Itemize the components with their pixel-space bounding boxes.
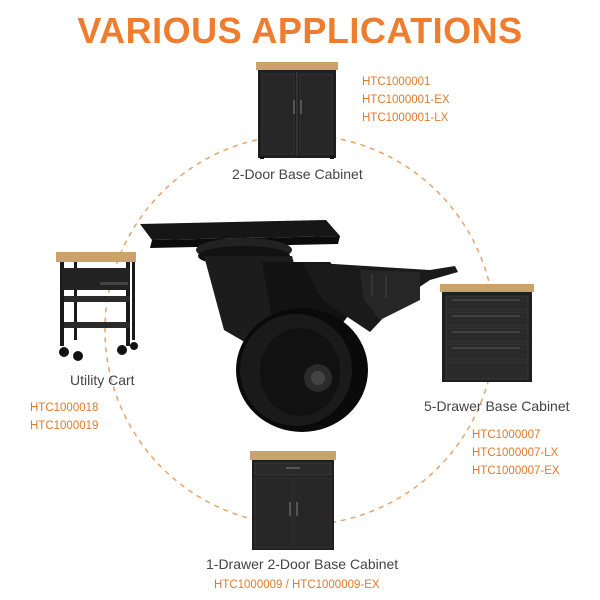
two-door-code: HTC1000001-EX	[362, 94, 450, 106]
swivel-caster-wheel-image	[140, 220, 458, 432]
five-drawer-code: HTC1000007-LX	[472, 447, 559, 459]
utility-cart-code: HTC1000018	[30, 402, 99, 414]
two-door-code: HTC1000001-LX	[362, 112, 449, 124]
one-drawer-cabinet-label: 1-Drawer 2-Door Base Cabinet	[206, 556, 399, 572]
utility-cart-label: Utility Cart	[70, 372, 135, 388]
one-drawer-two-door-cabinet-image	[250, 451, 336, 550]
two-door-cabinet-image	[256, 62, 338, 159]
five-drawer-code: HTC1000007-EX	[472, 465, 560, 477]
two-door-cabinet-label: 2-Door Base Cabinet	[232, 166, 363, 182]
utility-cart-code: HTC1000019	[30, 420, 99, 432]
one-drawer-codes: HTC1000009 / HTC1000009-EX	[214, 579, 380, 591]
five-drawer-cabinet-label: 5-Drawer Base Cabinet	[424, 398, 570, 414]
two-door-code: HTC1000001	[362, 76, 431, 88]
utility-cart-codes: HTC1000018 HTC1000019	[30, 399, 98, 435]
utility-cart-image	[56, 252, 138, 361]
two-door-codes: HTC1000001 HTC1000001-EX HTC1000001-LX	[362, 73, 450, 127]
five-drawer-cabinet-image	[440, 284, 534, 382]
five-drawer-code: HTC1000007	[472, 429, 541, 441]
five-drawer-codes: HTC1000007 HTC1000007-LX HTC1000007-EX	[472, 426, 560, 480]
page-title: VARIOUS APPLICATIONS	[77, 10, 523, 51]
